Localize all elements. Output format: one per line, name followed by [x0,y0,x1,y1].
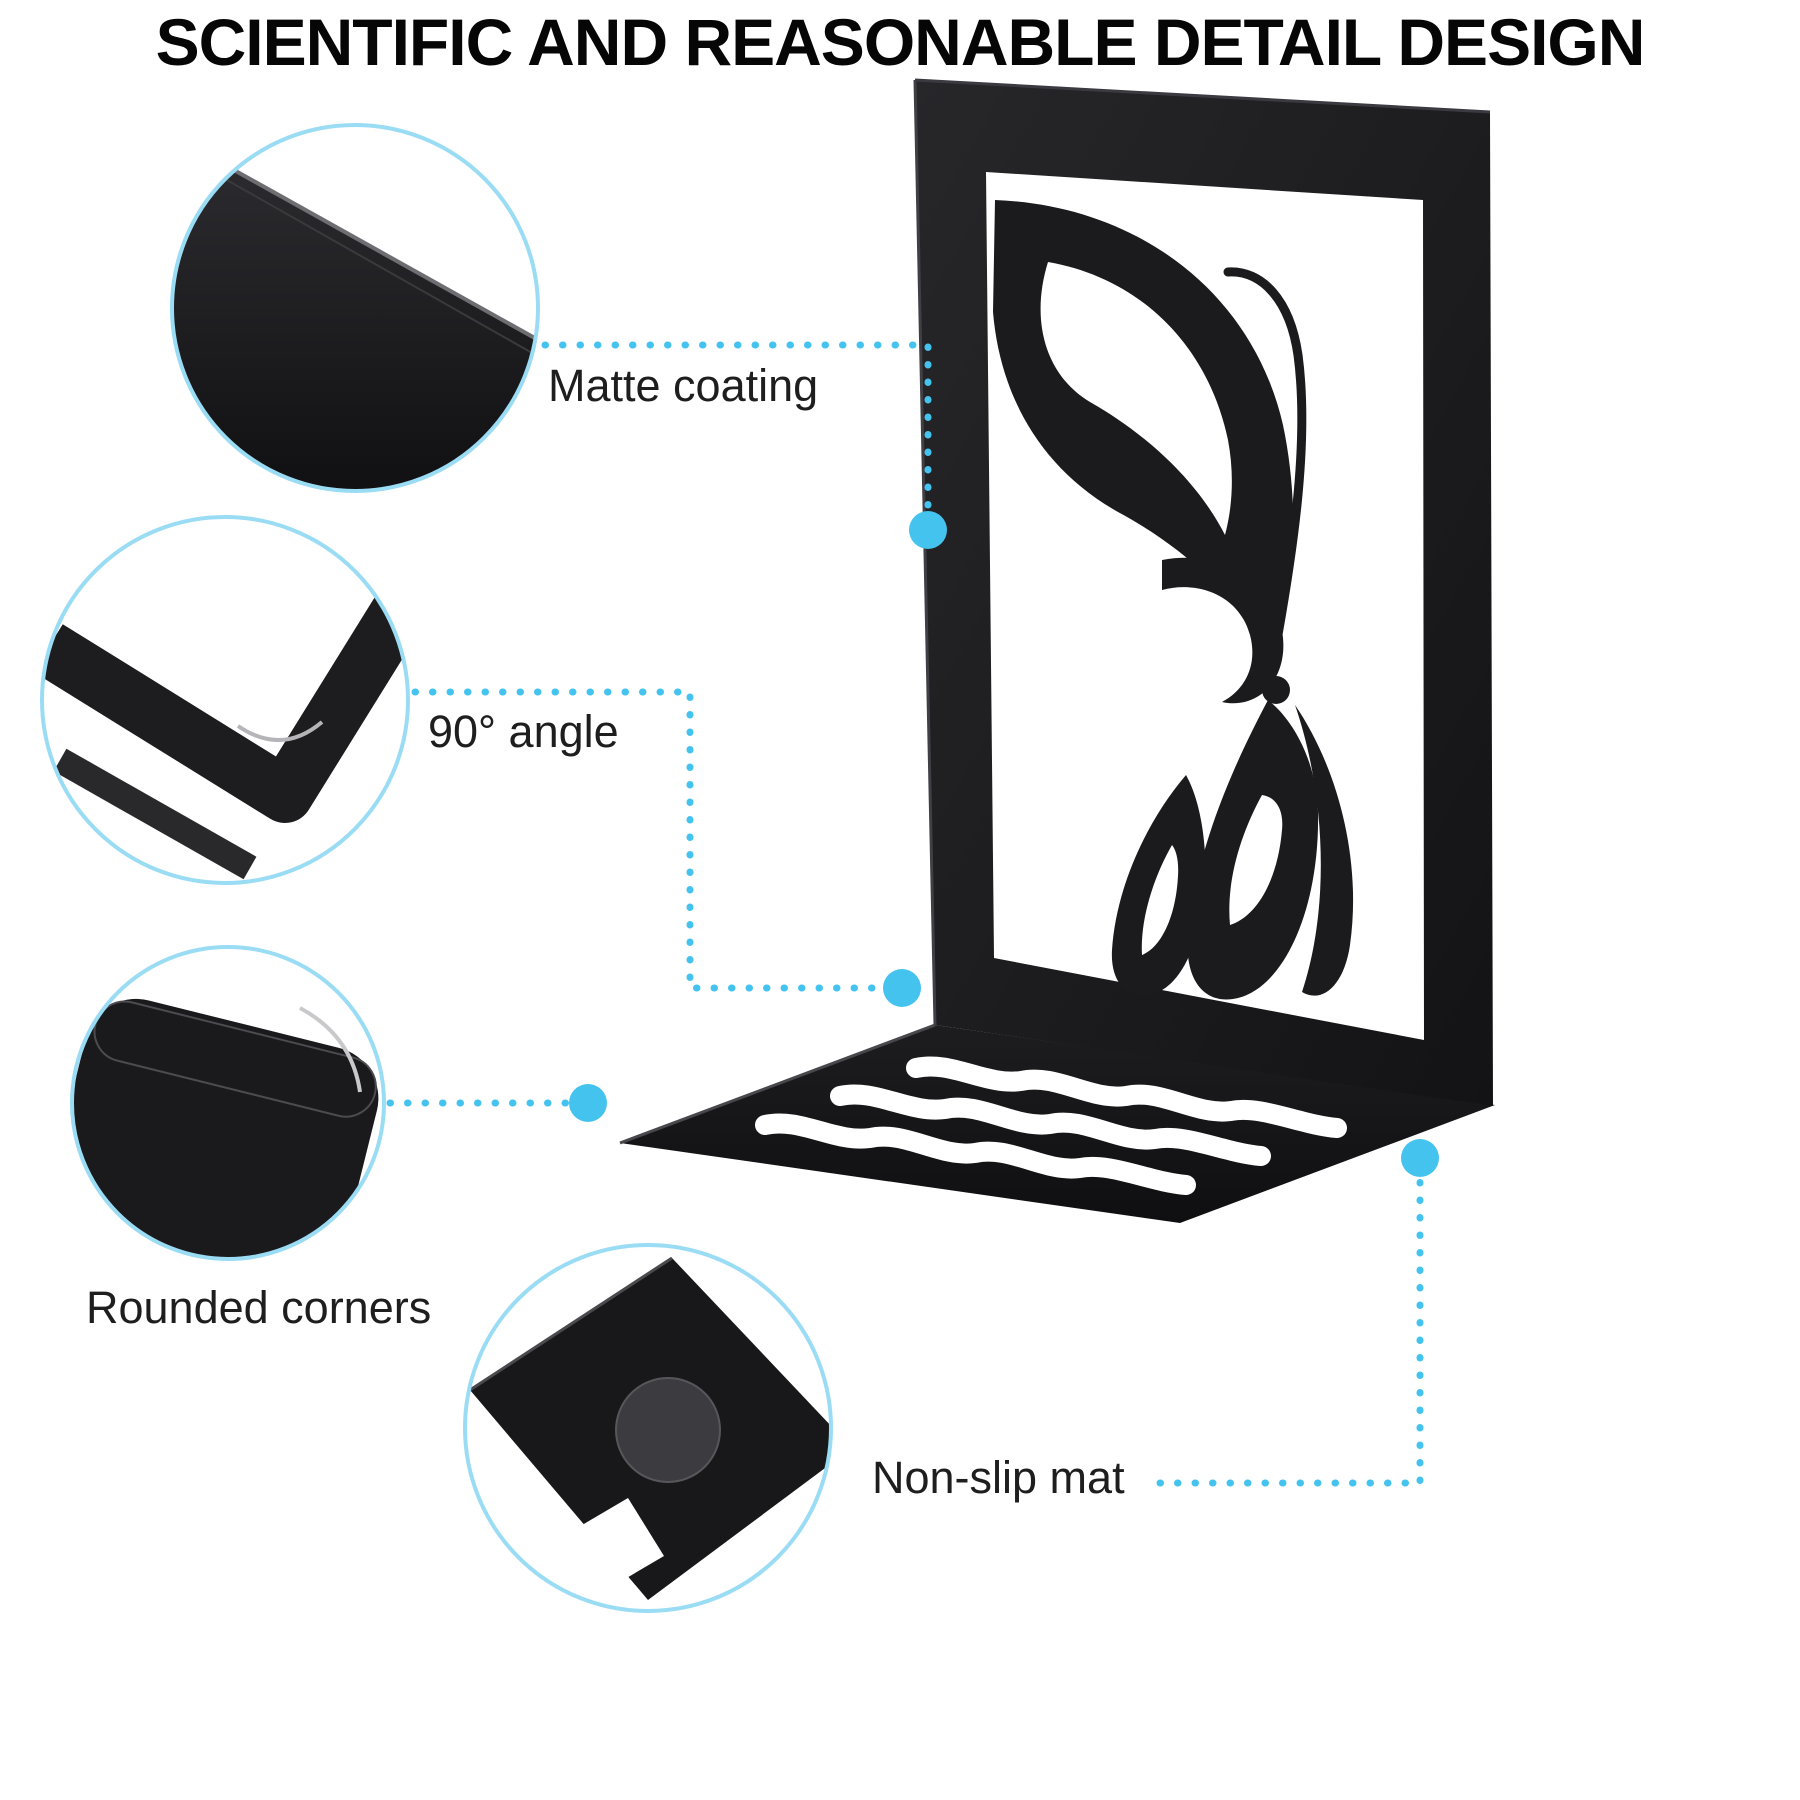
connector-line-matte [541,341,932,526]
bookend-panel [913,78,1493,1106]
non-slip-mat-detail [469,1256,831,1600]
base-anti-slide-slots [755,1056,1347,1195]
butterfly-swirl [1162,557,1284,704]
connector-lines [386,341,1424,1487]
label-rounded-corners: Rounded corners [86,1282,432,1333]
callout-circle-angle [40,515,410,885]
connector-dots [569,511,1439,1177]
connector-line-mat [1156,1162,1424,1487]
panel-edge-highlight [913,79,937,1026]
rubber-pad [615,1377,721,1483]
callout-circle-mat [463,1243,833,1613]
butterfly-upper-wing [993,200,1294,668]
label-matte-coating: Matte coating [548,360,819,411]
butterfly-body [1262,676,1290,704]
callout-circle-corners [70,945,386,1261]
butterfly-lower-leaf-right [1295,705,1354,996]
callout-circle-matte [170,123,540,493]
page-title: SCIENTIFIC AND REASONABLE DETAIL DESIGN [155,5,1646,79]
butterfly-lower-leaf-left [1111,775,1206,996]
mat-corner-notch [560,1498,664,1596]
connector-dot-corners [569,1084,607,1122]
connector-dot-angle [883,969,921,1007]
bookend-product [619,78,1495,1223]
butterfly-antenna [1223,267,1307,673]
connector-dot-mat [1401,1139,1439,1177]
base-edge-highlight [619,1023,936,1145]
connector-line-angle [411,688,900,992]
connector-dot-matte [909,511,947,549]
label-non-slip-mat: Non-slip mat [872,1452,1125,1503]
butterfly-lower-wing [1187,700,1319,1000]
butterfly-cutout [993,200,1354,1000]
panel-top-highlight [914,78,1491,114]
angle-detail [42,543,408,880]
label-90-angle: 90° angle [428,706,619,757]
